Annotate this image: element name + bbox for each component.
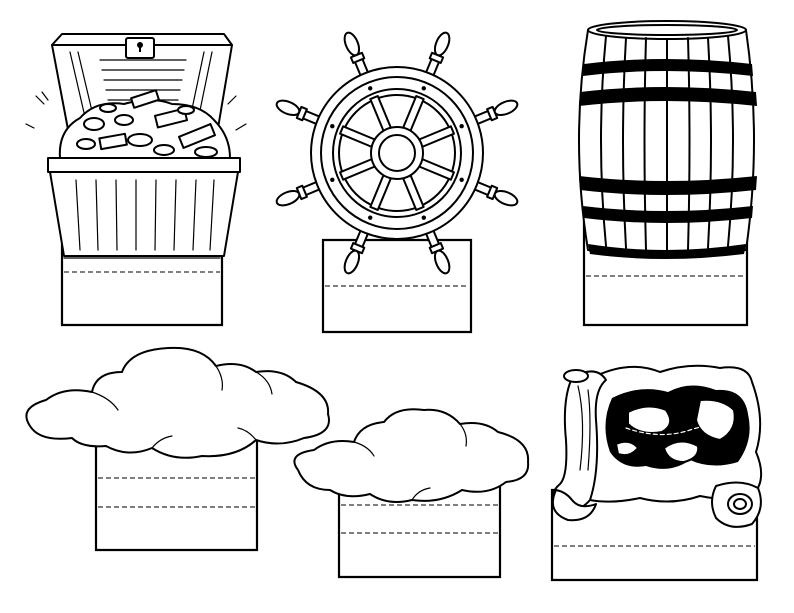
treasure-map-item — [552, 366, 761, 580]
wheel-handle — [275, 98, 322, 127]
wheel-handle — [424, 31, 453, 78]
ship-wheel-item — [275, 31, 520, 332]
wheel-rivet — [459, 124, 464, 129]
cloud-small-item — [294, 409, 528, 577]
cloud-large-item — [26, 348, 329, 550]
wheel-handle — [424, 228, 453, 275]
wheel-handle — [472, 180, 519, 209]
treasure-map-icon — [553, 366, 761, 527]
wheel-rivet — [330, 177, 335, 182]
cloud-icon — [294, 409, 528, 502]
wheel-rivet — [330, 124, 335, 129]
barrel-icon — [579, 21, 757, 259]
treasure-chest-item — [26, 34, 246, 325]
wheel-handle — [342, 31, 371, 78]
label-card-chest — [62, 245, 222, 325]
wheel-rivet — [368, 215, 373, 220]
label-card-wheel — [323, 240, 471, 332]
barrel-item — [579, 21, 757, 325]
wheel-rivet — [459, 177, 464, 182]
wheel-handle — [342, 228, 371, 275]
cloud-icon — [26, 348, 329, 458]
wheel-rivet — [368, 86, 373, 91]
wheel-handle — [275, 180, 322, 209]
wheel-rivet — [421, 86, 426, 91]
ship-wheel-icon — [275, 31, 520, 276]
wheel-rivet — [421, 215, 426, 220]
treasure-chest-icon — [26, 34, 246, 256]
wheel-handle — [472, 98, 519, 127]
